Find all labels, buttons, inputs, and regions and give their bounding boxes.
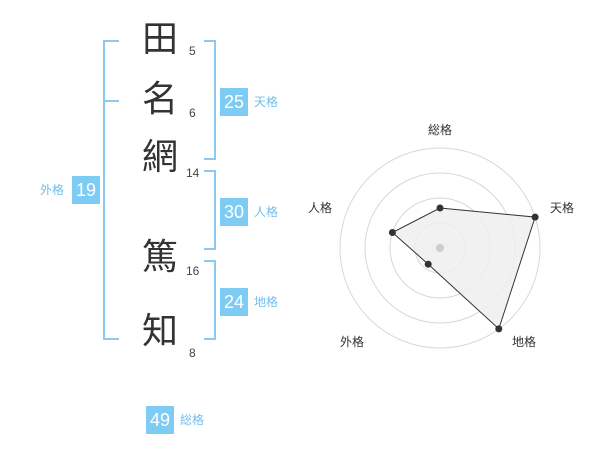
name-char-2: 名 bbox=[141, 79, 178, 120]
gaikaku-badge: 19 bbox=[72, 176, 100, 204]
gaikaku-bracket-top bbox=[103, 40, 119, 42]
radar-axis-label-chikaku: 地格 bbox=[512, 334, 536, 349]
soukaku-label: 総格 bbox=[180, 413, 205, 427]
name-char-5: 知 bbox=[141, 311, 178, 352]
radar-point bbox=[495, 325, 503, 333]
stroke-count-2: 6 bbox=[189, 106, 196, 120]
name-char-1: 田 bbox=[141, 19, 178, 60]
jinkaku-label: 人格 bbox=[254, 205, 279, 219]
gaikaku-bracket-vertical bbox=[103, 40, 105, 340]
stroke-count-5: 8 bbox=[189, 346, 196, 360]
name-char-4: 篤 bbox=[141, 237, 178, 278]
gaikaku-bracket-bottom bbox=[103, 338, 119, 340]
radar-ring bbox=[339, 147, 541, 349]
chikaku-label: 地格 bbox=[254, 295, 279, 309]
jinkaku-bracket-bottom bbox=[204, 248, 216, 250]
gaikaku-bracket-mid bbox=[103, 100, 119, 102]
chikaku-badge: 24 bbox=[220, 288, 248, 316]
chikaku-bracket-top bbox=[204, 260, 216, 262]
tenkaku-badge: 25 bbox=[220, 88, 248, 116]
tenkaku-bracket-top bbox=[204, 40, 216, 42]
radar-point bbox=[424, 260, 432, 268]
gaikaku-label: 外格 bbox=[40, 183, 65, 197]
radar-point bbox=[388, 229, 396, 236]
radar-axis-label-gaikaku: 外格 bbox=[340, 334, 364, 349]
stroke-count-1: 5 bbox=[189, 44, 196, 58]
tenkaku-bracket-bottom bbox=[204, 158, 216, 160]
jinkaku-badge: 30 bbox=[220, 198, 248, 226]
stroke-count-4: 16 bbox=[186, 264, 200, 278]
radar-axis-label-soukaku: 総格 bbox=[428, 122, 452, 137]
tenkaku-bracket-vertical bbox=[214, 40, 216, 160]
soukaku-badge: 49 bbox=[146, 406, 174, 434]
jinkaku-bracket-vertical bbox=[214, 170, 216, 250]
chikaku-bracket-vertical bbox=[214, 260, 216, 340]
stroke-count-3: 14 bbox=[186, 166, 200, 180]
radar-point bbox=[531, 213, 539, 221]
radar-axis-label-tenkaku: 天格 bbox=[550, 200, 574, 215]
radar-axis-label-jinkaku: 人格 bbox=[308, 200, 332, 215]
radar-points bbox=[388, 204, 539, 333]
radar-shape bbox=[391, 207, 536, 330]
radar-point bbox=[436, 204, 444, 212]
chikaku-bracket-bottom bbox=[204, 338, 216, 340]
jinkaku-bracket-top bbox=[204, 170, 216, 172]
radar-center-dot bbox=[436, 244, 444, 252]
name-char-3: 網 bbox=[141, 137, 178, 178]
tenkaku-label: 天格 bbox=[254, 95, 279, 109]
